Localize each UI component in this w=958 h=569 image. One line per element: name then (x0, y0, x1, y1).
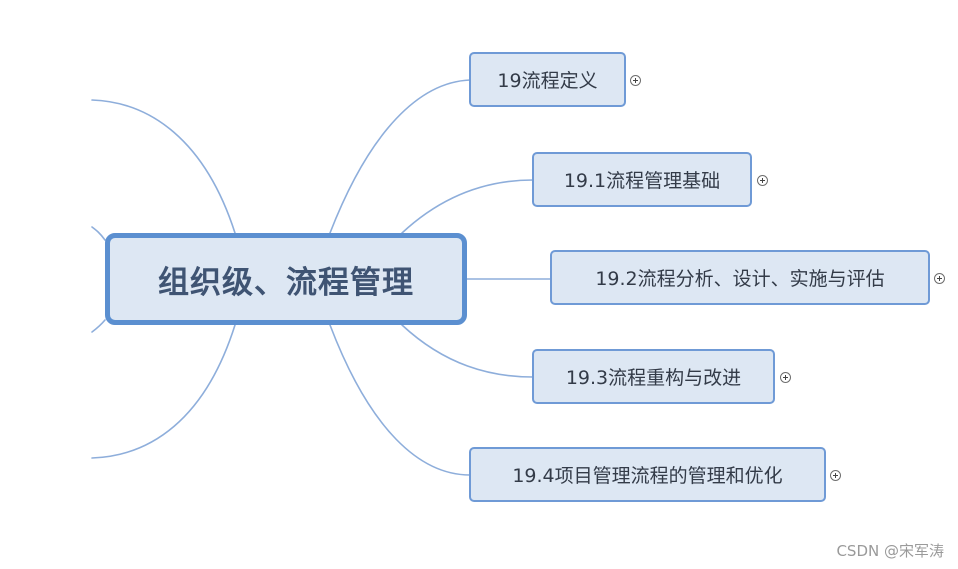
connector-topic-4 (401, 324, 534, 378)
connector-topic-5 (329, 324, 471, 476)
topic-label: 19.4项目管理流程的管理和优化 (512, 465, 783, 487)
topic-label: 19.2流程分析、设计、实施与评估 (595, 268, 885, 290)
topic-process-definition[interactable]: 19流程定义 (469, 52, 626, 107)
topic-label: 19.1流程管理基础 (563, 170, 721, 192)
topic-project-process-optimization[interactable]: 19.4项目管理流程的管理和优化 (469, 447, 826, 502)
topic-label: 19流程定义 (497, 70, 598, 92)
expand-plus-icon[interactable] (780, 372, 791, 383)
connector-topic-2 (401, 179, 534, 234)
expand-plus-icon[interactable] (757, 175, 768, 186)
expand-plus-icon[interactable] (830, 470, 841, 481)
expand-plus-icon[interactable] (630, 75, 641, 86)
topic-process-reengineering[interactable]: 19.3流程重构与改进 (532, 349, 775, 404)
topic-label: 19.3流程重构与改进 (565, 367, 742, 389)
expand-plus-icon[interactable] (934, 273, 945, 284)
connector-left-upper-mid (91, 226, 106, 241)
connector-topic-1 (329, 79, 471, 234)
topic-process-management-basics[interactable]: 19.1流程管理基础 (532, 152, 752, 207)
root-topic-label: 组织级、流程管理 (158, 264, 414, 301)
root-topic[interactable]: 组织级、流程管理 (105, 233, 467, 325)
topic-process-analysis-design[interactable]: 19.2流程分析、设计、实施与评估 (550, 250, 930, 305)
connector-left-upper (91, 99, 236, 234)
connector-left-lower-mid (91, 319, 106, 333)
watermark: CSDN @宋军涛 (836, 542, 944, 560)
connector-left-lower (91, 324, 236, 459)
